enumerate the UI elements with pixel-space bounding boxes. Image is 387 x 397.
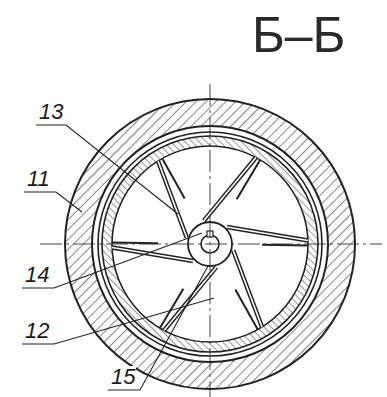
vane [112,247,193,261]
center-line [210,84,211,397]
vane-inner [112,247,193,261]
leader-lines [22,125,214,390]
callout-number: 14 [24,264,50,286]
section-title: Б–Б [252,10,345,60]
vane [227,227,308,241]
vane [204,157,256,220]
center-line [40,244,382,245]
vane-inner [233,250,262,327]
vane-inner [204,157,256,220]
vane-wall [237,160,261,199]
callout-number: 11 [26,168,51,190]
vane-wall [162,158,184,198]
vane-wall [235,289,257,329]
vane [233,250,262,327]
vane [158,161,187,238]
vane-inner [227,227,308,241]
callout-number: 15 [110,366,136,388]
callout-number: 13 [38,101,64,123]
callout-number: 12 [24,320,50,342]
vane-inner [158,161,187,238]
